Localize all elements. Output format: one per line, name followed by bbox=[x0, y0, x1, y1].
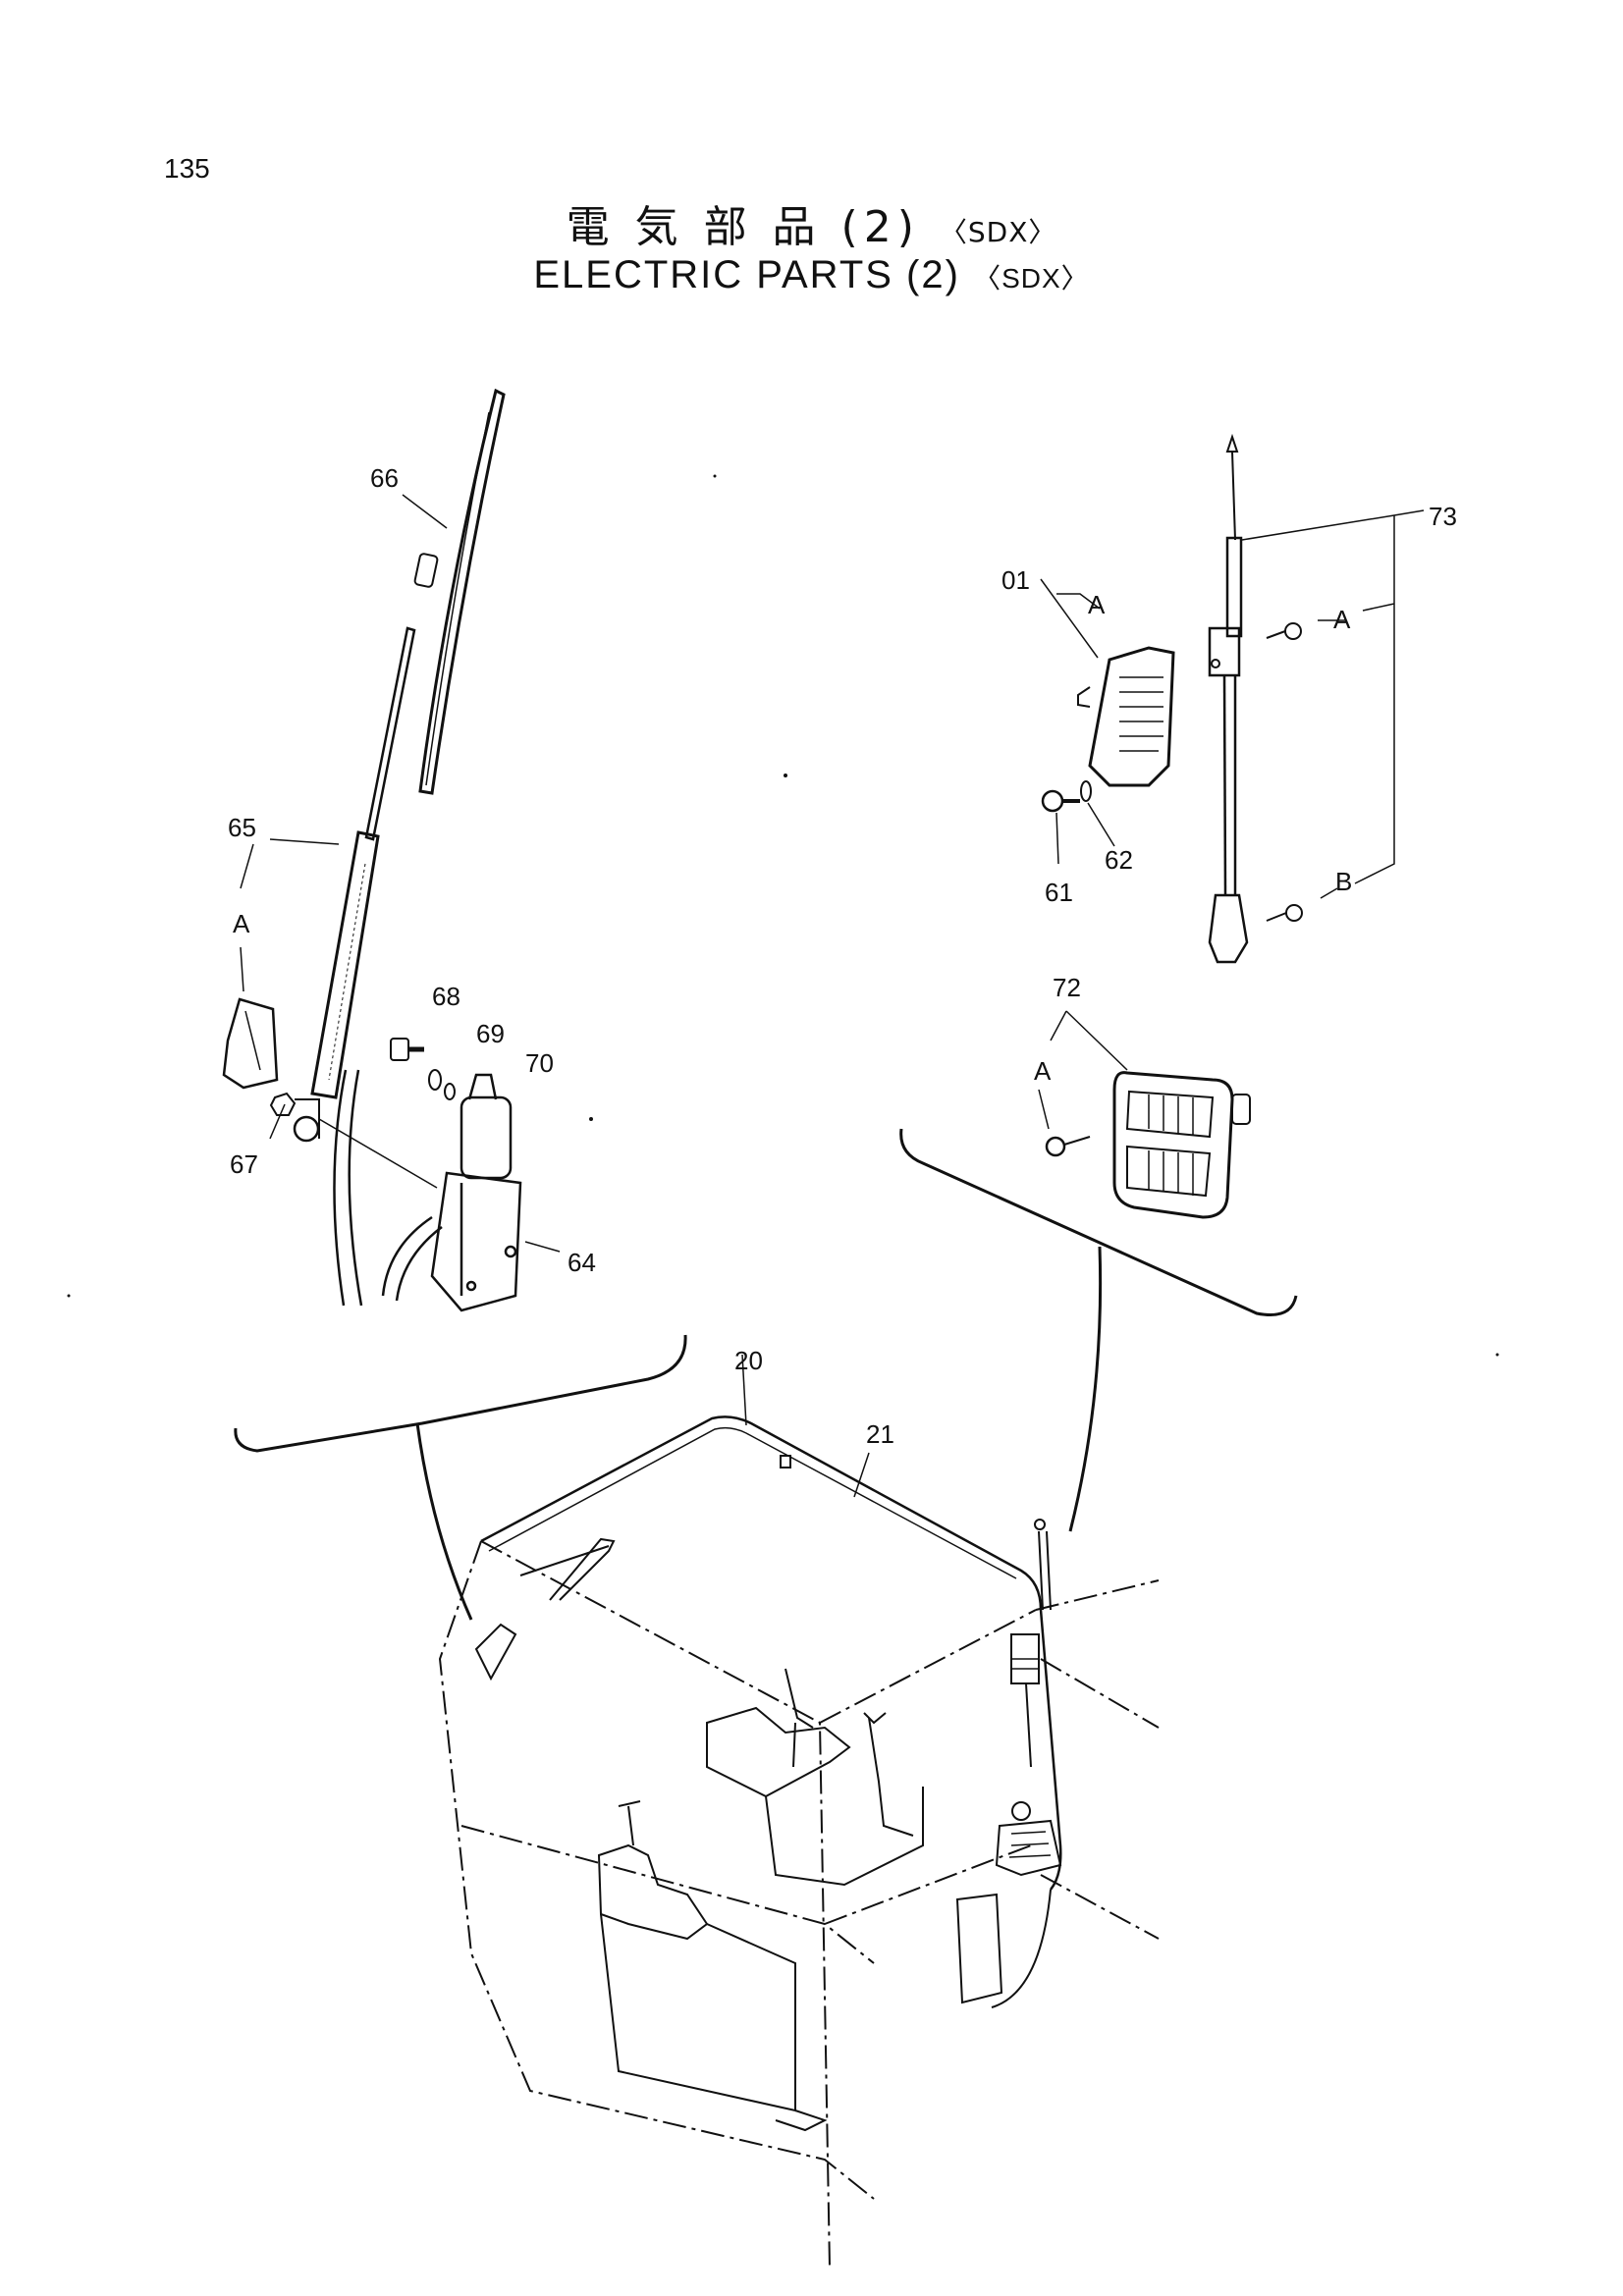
callout-letter-b-antenna: B bbox=[1335, 867, 1352, 896]
callout-67: 67 bbox=[230, 1149, 258, 1179]
callout-66: 66 bbox=[370, 463, 399, 493]
callout-letter-a-antenna: A bbox=[1333, 605, 1351, 634]
rear-lamp-assembly bbox=[1038, 1010, 1251, 1219]
cab-overview bbox=[438, 1354, 1160, 2269]
antenna-tip bbox=[1225, 433, 1239, 453]
wiper-clip bbox=[222, 997, 279, 1090]
callout-62: 62 bbox=[1105, 845, 1133, 875]
detail-frame-right bbox=[899, 1128, 1298, 1316]
wiper-motor bbox=[430, 1073, 522, 1312]
callout-68: 68 bbox=[432, 982, 460, 1011]
wiper-assembly bbox=[222, 388, 561, 1312]
title-jp-main: 電 気 部 品 (2) bbox=[566, 202, 920, 252]
callout-61: 61 bbox=[1045, 878, 1073, 907]
scan-specks bbox=[67, 474, 1499, 1357]
title-en-suffix: 〈SDX〉 bbox=[973, 263, 1090, 294]
detail-frame-left bbox=[234, 1334, 687, 1453]
callout-letter-a-lamp72: A bbox=[1034, 1056, 1052, 1086]
callout-letter-a-lamp01: A bbox=[1088, 590, 1106, 619]
title-en-main: ELECTRIC PARTS (2) bbox=[533, 253, 960, 296]
callout-21: 21 bbox=[866, 1419, 894, 1449]
callout-64: 64 bbox=[568, 1248, 596, 1277]
page-title-english: ELECTRIC PARTS (2) 〈SDX〉 bbox=[0, 253, 1623, 297]
nut bbox=[269, 1092, 297, 1116]
page-number: 135 bbox=[164, 153, 210, 184]
callout-01: 01 bbox=[1001, 565, 1030, 595]
rear-lamp-body bbox=[1112, 1071, 1234, 1219]
callout-20: 20 bbox=[734, 1346, 763, 1375]
callout-letter-a-wiper: A bbox=[233, 909, 250, 938]
callout-70: 70 bbox=[525, 1048, 554, 1078]
callout-69: 69 bbox=[476, 1019, 505, 1048]
title-jp-suffix: 〈SDX〉 bbox=[939, 216, 1057, 248]
work-lamp-body bbox=[1088, 646, 1175, 787]
wiper-blade bbox=[418, 388, 506, 795]
callout-65: 65 bbox=[228, 813, 256, 842]
callout-labels: 66 65 A 67 68 69 70 64 01 A 61 62 73 A B… bbox=[228, 463, 1457, 1449]
work-lamp-assembly bbox=[1040, 578, 1175, 865]
page-title-japanese: 電 気 部 品 (2) 〈SDX〉 bbox=[0, 191, 1623, 254]
callout-73: 73 bbox=[1429, 502, 1457, 531]
bolt bbox=[390, 1038, 409, 1061]
callout-72: 72 bbox=[1053, 973, 1081, 1002]
antenna-assembly bbox=[1208, 433, 1425, 964]
wiper-arm bbox=[364, 626, 416, 841]
roof-harness bbox=[480, 1415, 1062, 1891]
antenna-base bbox=[1208, 893, 1249, 964]
